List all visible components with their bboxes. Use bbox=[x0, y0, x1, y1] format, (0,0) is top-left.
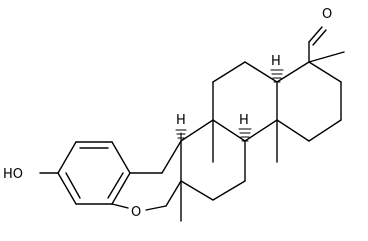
bond bbox=[180, 119, 214, 142]
bond bbox=[308, 61, 342, 83]
bond bbox=[212, 61, 246, 83]
bond bbox=[308, 119, 342, 142]
bond bbox=[276, 119, 310, 142]
bond bbox=[111, 141, 131, 174]
aromatic-ring bbox=[57, 141, 131, 205]
bond bbox=[244, 61, 278, 83]
bond bbox=[57, 172, 77, 205]
stereo-h-1 bbox=[175, 129, 187, 142]
bond bbox=[212, 119, 246, 142]
pyran-ring bbox=[111, 140, 182, 211]
ring-oxygen-label: O bbox=[131, 205, 141, 220]
bond bbox=[180, 180, 214, 201]
bond bbox=[165, 180, 182, 207]
bond bbox=[57, 141, 77, 174]
bond bbox=[111, 172, 131, 205]
stereo-h-2 bbox=[238, 128, 252, 142]
methyl-bond bbox=[308, 51, 345, 63]
double-bond-inner bbox=[65, 172, 81, 199]
bond bbox=[308, 26, 323, 43]
stereo-h-label: H bbox=[176, 113, 186, 128]
bond bbox=[212, 180, 246, 201]
stereo-h-3 bbox=[270, 69, 284, 83]
hydroxyl-label: HO bbox=[3, 167, 23, 182]
bond bbox=[145, 205, 167, 211]
bond bbox=[111, 203, 129, 209]
ring-c bbox=[180, 119, 246, 201]
aldehyde-oxygen-label: O bbox=[322, 7, 332, 22]
aldehyde-group bbox=[308, 26, 327, 63]
bond bbox=[161, 140, 182, 174]
bond bbox=[244, 119, 278, 142]
ring-d bbox=[212, 61, 278, 142]
double-bond-inner bbox=[107, 172, 124, 199]
double-bond bbox=[312, 29, 327, 46]
ring-e bbox=[276, 61, 342, 142]
stereo-h-label: H bbox=[239, 113, 249, 128]
bond bbox=[276, 61, 310, 83]
stereo-h-label: H bbox=[271, 54, 281, 69]
